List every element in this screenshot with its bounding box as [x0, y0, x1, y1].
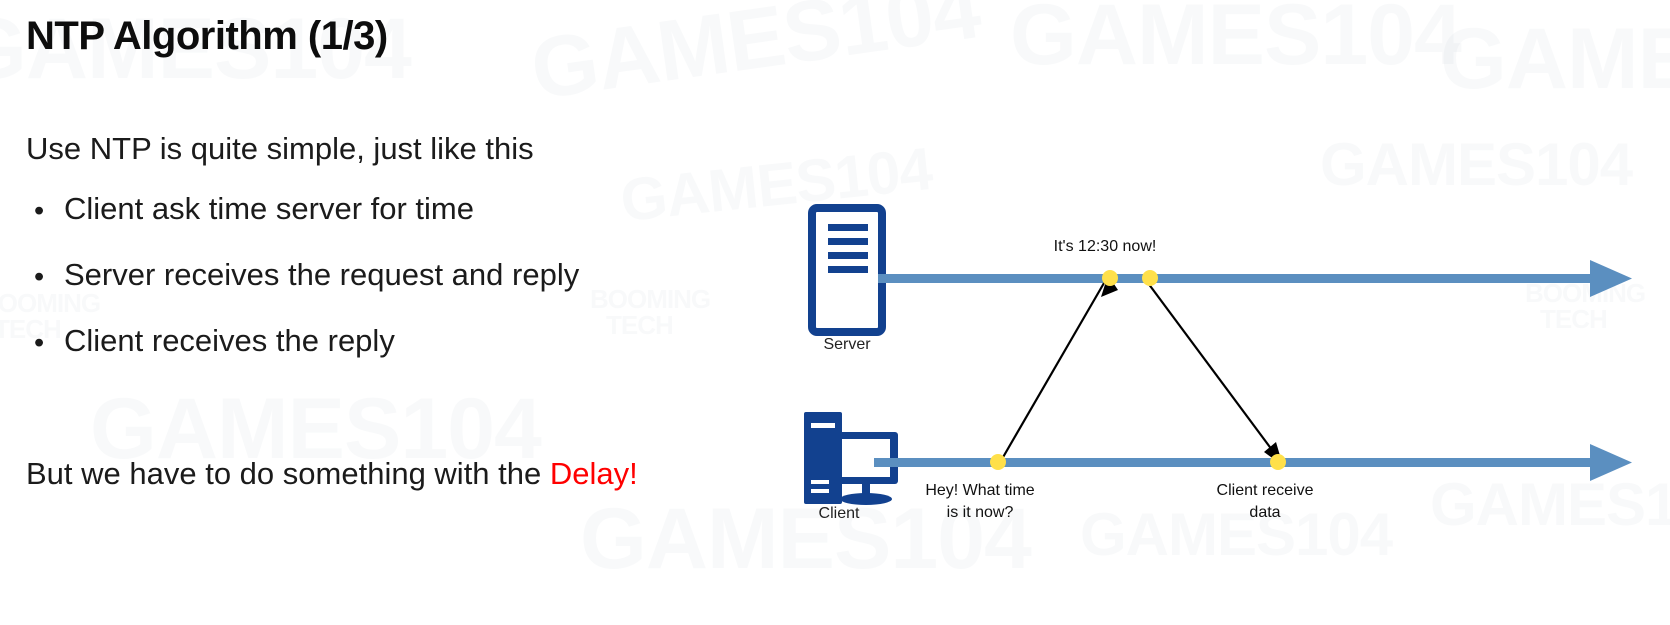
server-receive-dot [1102, 270, 1118, 286]
list-item-label: Server receives the request and reply [64, 257, 580, 292]
page-title: NTP Algorithm (1/3) [26, 14, 388, 58]
server-timeline [878, 260, 1632, 297]
reply-arrow [1147, 282, 1283, 466]
ntp-sequence-diagram: Server Client It's 12:30 now! Hey! What … [770, 180, 1660, 560]
receive-message-label: Client receive data [1170, 480, 1360, 523]
client-timeline [874, 444, 1632, 481]
receive-message-line: data [1249, 503, 1281, 521]
reply-message-label: It's 12:30 now! [1010, 236, 1200, 258]
closing-text-emphasis: Delay! [549, 456, 638, 491]
server-send-dot [1142, 270, 1158, 286]
request-message-line: Hey! What time [925, 482, 1035, 499]
bullet-marker-icon: • [34, 327, 45, 359]
intro-text: Use NTP is quite simple, just like this [26, 131, 534, 166]
list-item-label: Client ask time server for time [64, 191, 474, 226]
request-arrow [1001, 275, 1118, 460]
closing-text-prefix: But we have to do something with the [26, 456, 550, 491]
list-item: • Client receives the reply [26, 323, 746, 391]
list-item: • Client ask time server for time [26, 191, 746, 259]
closing-text: But we have to do something with the Del… [26, 456, 638, 492]
receive-message-line: Client receive [1216, 482, 1314, 499]
request-message-label: Hey! What time is it now? [880, 480, 1080, 523]
client-send-dot [990, 454, 1006, 470]
reply-message-line: It's 12:30 now! [1053, 238, 1157, 255]
server-tower-icon [808, 204, 886, 336]
bullet-marker-icon: • [34, 195, 45, 227]
bullet-list: • Client ask time server for time • Serv… [26, 191, 746, 391]
server-caption: Server [823, 336, 871, 353]
request-message-line: is it now? [946, 503, 1014, 521]
list-item-label: Client receives the reply [64, 323, 395, 358]
list-item: • Server receives the request and reply [26, 257, 746, 325]
client-receive-dot [1270, 454, 1286, 470]
desktop-computer-icon [804, 412, 898, 505]
client-caption: Client [818, 505, 860, 522]
bullet-marker-icon: • [34, 261, 45, 293]
